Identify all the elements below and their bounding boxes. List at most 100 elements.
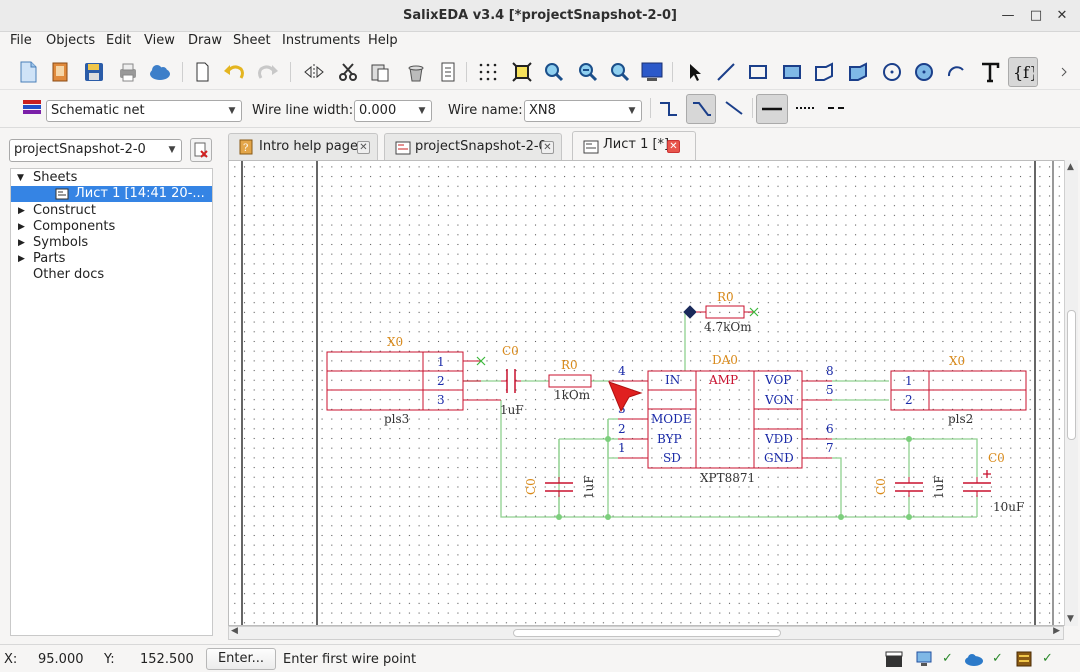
tree-item-components[interactable]: ▶Components — [18, 219, 116, 234]
pin-number: 4 — [618, 364, 626, 378]
display-icon[interactable] — [640, 60, 664, 84]
menu-edit[interactable]: Edit — [106, 33, 132, 48]
cut-icon[interactable] — [336, 60, 360, 84]
polygon-icon[interactable] — [812, 60, 836, 84]
zoom-out-icon[interactable] — [576, 60, 600, 84]
line-dashed-icon[interactable] — [826, 96, 850, 120]
close-project-icon[interactable] — [190, 138, 212, 162]
expand-arrow-icon[interactable]: ▶ — [18, 222, 25, 232]
new-sheet-icon[interactable] — [190, 60, 214, 84]
scroll-left-icon[interactable]: ◀ — [231, 626, 238, 636]
wire-free-icon[interactable] — [722, 96, 746, 120]
undo-icon[interactable] — [222, 60, 246, 84]
layer-color-icon[interactable] — [20, 96, 44, 120]
capacitor-c-in[interactable]: C0 1uF — [500, 344, 524, 417]
tree-item-construct[interactable]: ▶Construct — [18, 203, 96, 218]
horizontal-scrollbar[interactable]: ◀ ▶ — [228, 626, 1064, 640]
tree-item-sheet-1[interactable]: Лист 1 [14:41 20-... — [11, 186, 212, 202]
capacitor-c-byp[interactable]: C0 1uF — [524, 475, 596, 499]
mirror-icon[interactable] — [302, 60, 326, 84]
expand-arrow-icon[interactable]: ▶ — [18, 206, 25, 216]
resistor-r-in[interactable]: R0 1kOm — [548, 358, 592, 402]
menu-file[interactable]: File — [10, 33, 32, 48]
tab-intro-help[interactable]: ? Intro help page ✕ — [228, 133, 378, 160]
paste-icon[interactable] — [368, 60, 392, 84]
tree-item-sheets[interactable]: ▼Sheets — [17, 170, 78, 185]
redo-icon[interactable] — [256, 60, 280, 84]
close-button[interactable]: ✕ — [1056, 8, 1068, 23]
mode-select[interactable]: Schematic net▼ — [46, 100, 242, 122]
library-icon[interactable] — [1012, 647, 1036, 671]
menu-objects[interactable]: Objects — [46, 33, 96, 48]
print-icon[interactable] — [116, 60, 140, 84]
expand-arrow-icon[interactable]: ▶ — [18, 238, 25, 248]
zoom-in-icon[interactable] — [542, 60, 566, 84]
save-icon[interactable] — [82, 60, 106, 84]
maximize-button[interactable]: □ — [1029, 8, 1043, 23]
expand-arrow-icon[interactable]: ▶ — [18, 254, 25, 264]
menu-draw[interactable]: Draw — [188, 33, 222, 48]
recycle-icon[interactable] — [404, 60, 428, 84]
circle-icon[interactable] — [880, 60, 904, 84]
connector-x0-left[interactable]: X0 1 2 3 pls3 — [326, 335, 501, 426]
line-solid-icon[interactable] — [756, 94, 788, 124]
menu-view[interactable]: View — [144, 33, 175, 48]
enter-coords-button[interactable]: Enter... — [206, 648, 276, 670]
notes-icon[interactable] — [436, 60, 460, 84]
resistor-r-fb[interactable]: R0 4.7kOm — [683, 290, 759, 334]
select-arrow-icon[interactable] — [682, 60, 706, 84]
project-select[interactable]: projectSnapshot-2-0▼ — [9, 139, 182, 162]
tree-item-other-docs[interactable]: Other docs — [33, 267, 105, 282]
status-bar: X: 95.000 Y: 152.500 Enter... Enter firs… — [0, 644, 1080, 672]
scroll-thumb[interactable] — [1067, 310, 1076, 440]
wire-name-field[interactable]: XN8▼ — [524, 100, 642, 122]
zoom-fit-icon[interactable] — [510, 60, 534, 84]
expand-arrow-icon[interactable]: ▼ — [17, 173, 24, 183]
tab-project[interactable]: projectSnapshot-2-0 ✕ — [384, 133, 562, 160]
cloud-icon[interactable] — [148, 60, 172, 84]
open-project-icon[interactable] — [48, 60, 72, 84]
close-icon[interactable]: ✕ — [357, 141, 370, 154]
tab-sheet-1[interactable]: Лист 1 [*] ✕ — [572, 131, 696, 161]
capacitor-c-vdd2[interactable]: C0 10uF — [963, 451, 1024, 514]
schematic-canvas[interactable]: X0 1 2 3 pls3 C0 1uF R0 1kOm — [228, 160, 1070, 626]
scroll-down-icon[interactable]: ▼ — [1067, 614, 1074, 624]
function-icon[interactable]: {f} — [1008, 57, 1038, 87]
vertical-scrollbar[interactable]: ▲ ▼ — [1064, 160, 1078, 626]
new-file-icon[interactable] — [16, 60, 40, 84]
scroll-up-icon[interactable]: ▲ — [1067, 162, 1074, 172]
clapper-icon[interactable] — [882, 647, 906, 671]
menu-help[interactable]: Help — [368, 33, 398, 48]
menu-instruments[interactable]: Instruments — [282, 33, 361, 48]
cloud-sync-icon[interactable] — [962, 647, 986, 671]
close-icon[interactable]: ✕ — [667, 140, 680, 153]
filled-circle-icon[interactable] — [912, 60, 936, 84]
wire-ortho-icon[interactable] — [656, 96, 680, 120]
zoom-area-icon[interactable] — [608, 60, 632, 84]
ic-da0[interactable]: DA0 AMP 4 IN 3 MODE 2 BYP 1 SD 8 VOP 5 V… — [609, 353, 834, 485]
menu-sheet[interactable]: Sheet — [233, 33, 271, 48]
capacitor-c-vdd1[interactable]: C0 1uF — [874, 475, 946, 499]
toolbar-overflow-icon[interactable] — [1058, 60, 1072, 84]
line-dotted-icon[interactable] — [794, 96, 818, 120]
draw-rect-icon[interactable] — [746, 60, 770, 84]
filled-rect-icon[interactable] — [780, 60, 804, 84]
minimize-button[interactable]: — — [1001, 8, 1015, 23]
tree-item-symbols[interactable]: ▶Symbols — [18, 235, 89, 250]
close-icon[interactable]: ✕ — [541, 141, 554, 154]
scroll-right-icon[interactable]: ▶ — [1053, 626, 1060, 636]
schematic-drawing[interactable]: X0 1 2 3 pls3 C0 1uF R0 1kOm — [229, 161, 1070, 626]
draw-line-icon[interactable] — [714, 60, 738, 84]
wire-width-field[interactable]: 0.000▼ — [354, 100, 432, 122]
filled-polygon-icon[interactable] — [846, 60, 870, 84]
text-icon[interactable] — [978, 60, 1002, 84]
pin-number: 7 — [826, 441, 834, 455]
network-icon[interactable] — [912, 647, 936, 671]
grid-icon[interactable] — [476, 60, 500, 84]
connector-x0-right[interactable]: X0 1 2 pls2 — [890, 354, 1027, 426]
arc-icon[interactable] — [944, 60, 968, 84]
tree-item-parts[interactable]: ▶Parts — [18, 251, 66, 266]
scroll-thumb[interactable] — [513, 629, 781, 637]
wire-diagonal-ortho-icon[interactable] — [686, 94, 716, 124]
ref-label: C0 — [988, 451, 1005, 465]
